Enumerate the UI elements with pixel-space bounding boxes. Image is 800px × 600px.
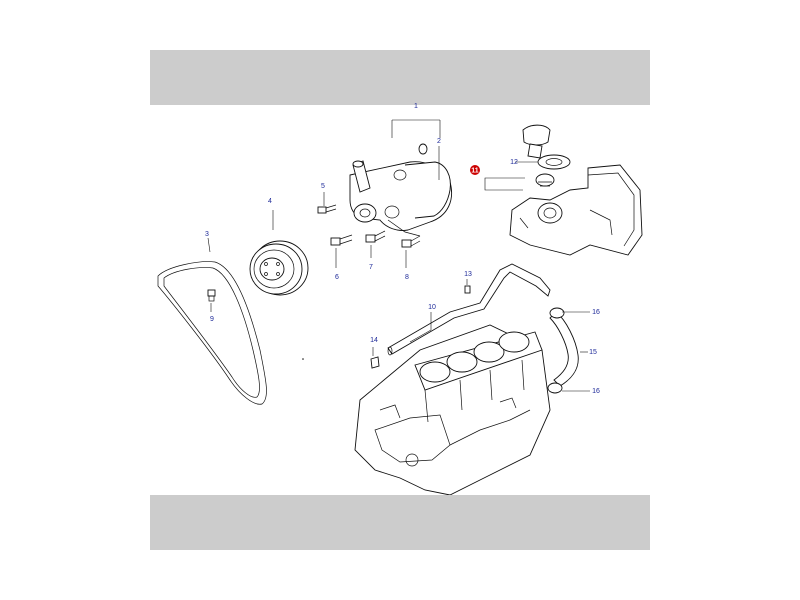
- bolt-5: [317, 204, 337, 214]
- highlight-marker-11[interactable]: [470, 165, 480, 175]
- callout-8: 8: [405, 274, 409, 281]
- bolt-9: [207, 289, 216, 302]
- callout-1: 1: [414, 103, 418, 110]
- leader-lines: [207, 119, 590, 392]
- top-gray-band: [150, 50, 650, 105]
- callout-7: 7: [369, 264, 373, 271]
- stray-dot: [302, 358, 304, 360]
- gasket-12: [537, 154, 571, 170]
- bolt-6: [330, 234, 353, 246]
- cylinder-block: [354, 324, 551, 496]
- bolt-7: [365, 230, 386, 243]
- diagram-frame: 11 1 2 3 4 5 6 7 8 9 10 12 13 14 15 16 1…: [150, 50, 650, 550]
- callout-10: 10: [428, 304, 436, 311]
- water-pump-assembly: [349, 143, 452, 237]
- callout-6: 6: [335, 274, 339, 281]
- callout-2: 2: [437, 138, 441, 145]
- callout-4: 4: [268, 198, 272, 205]
- callout-9: 9: [210, 316, 214, 323]
- callout-14: 14: [370, 337, 378, 344]
- drive-belt: [157, 261, 267, 405]
- callout-15: 15: [589, 349, 597, 356]
- thermostat-11: [535, 173, 555, 187]
- drain-plug: [370, 356, 380, 369]
- thermostat-housing-cap: [522, 124, 551, 159]
- callout-16-lower: 16: [592, 388, 600, 395]
- hose-clamp-lower: [547, 382, 563, 394]
- coolant-outlet-manifold: [509, 164, 643, 256]
- callout-13: 13: [464, 271, 472, 278]
- cooling-system-exploded-diagram: 11 1 2 3 4 5 6 7 8 9 10 12 13 14 15 16 1…: [157, 103, 643, 496]
- water-pump-pulley: [249, 240, 309, 296]
- bottom-gray-band: [150, 495, 650, 550]
- callout-11: 11: [471, 168, 479, 175]
- callout-12: 12: [510, 159, 518, 166]
- coolant-hose: [549, 311, 579, 387]
- callout-3: 3: [205, 231, 209, 238]
- callout-16-upper: 16: [592, 309, 600, 316]
- hose-clamp-upper: [549, 307, 565, 319]
- bolt-8: [401, 235, 421, 248]
- callout-5: 5: [321, 183, 325, 190]
- bolt-13: [464, 285, 471, 294]
